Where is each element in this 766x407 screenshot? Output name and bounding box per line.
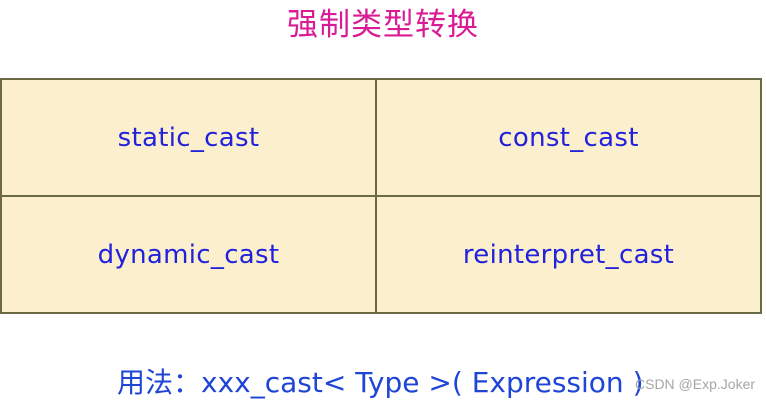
csdn-watermark: CSDN @Exp.Joker — [635, 376, 756, 392]
cell-label-const-cast: const_cast — [498, 122, 639, 153]
table-cell-const-cast: const_cast — [375, 78, 762, 197]
cast-types-table: static_cast const_cast dynamic_cast rein… — [0, 78, 762, 314]
cell-label-static-cast: static_cast — [117, 122, 260, 153]
table-cell-dynamic-cast: dynamic_cast — [0, 195, 377, 314]
table-row: static_cast const_cast — [0, 78, 762, 197]
page-title: 强制类型转换 — [287, 7, 479, 43]
table-cell-static-cast: static_cast — [0, 78, 377, 197]
table-row: dynamic_cast reinterpret_cast — [0, 195, 762, 314]
cell-label-reinterpret-cast: reinterpret_cast — [462, 239, 675, 270]
usage-syntax-text: 用法：xxx_cast< Type >( Expression ) — [117, 366, 644, 399]
cell-label-dynamic-cast: dynamic_cast — [97, 239, 280, 270]
usage-line: 用法：xxx_cast< Type >( Expression ) CSDN @… — [0, 364, 766, 404]
page-title-bar: 强制类型转换 — [0, 6, 766, 44]
table-cell-reinterpret-cast: reinterpret_cast — [375, 195, 762, 314]
